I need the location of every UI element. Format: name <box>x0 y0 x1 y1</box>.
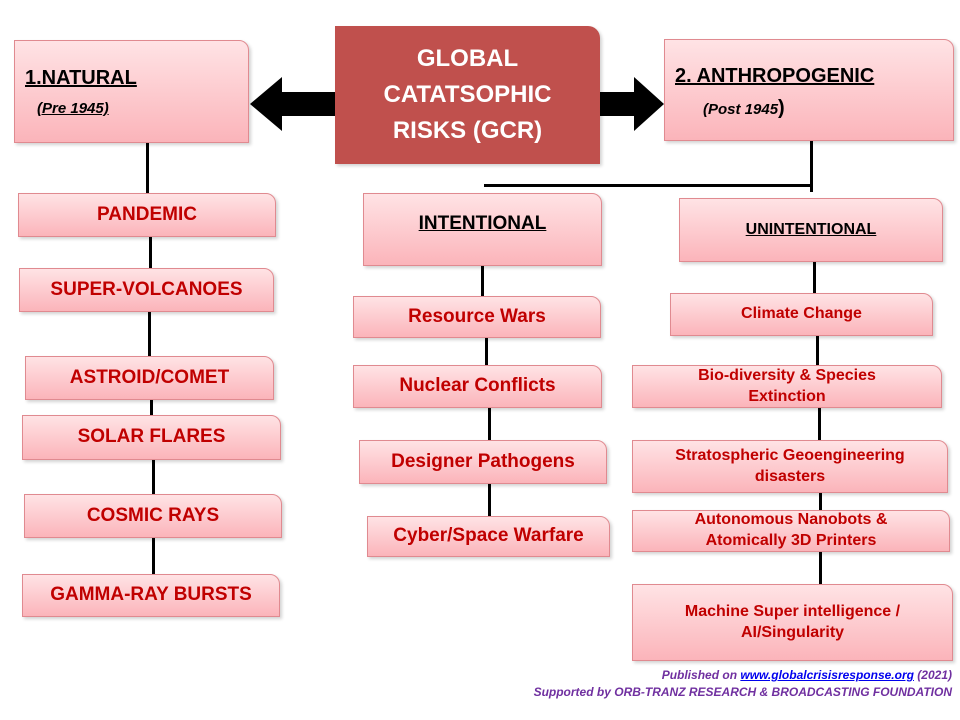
footer-published-prefix: Published on <box>661 668 741 682</box>
footer-year: (2021) <box>913 668 952 682</box>
unintentional-connector-line <box>819 480 822 510</box>
intentional-item: Nuclear Conflicts <box>353 365 602 408</box>
unintentional-item: Machine Super intelligence / AI/Singular… <box>632 584 953 661</box>
unintentional-item: Autonomous Nanobots & Atomically 3D Prin… <box>632 510 950 552</box>
natural-item: GAMMA-RAY BURSTS <box>22 574 280 617</box>
branch-connector-line <box>484 184 812 187</box>
unintentional-heading: UNINTENTIONAL <box>745 221 877 238</box>
natural-item: ASTROID/COMET <box>25 356 274 400</box>
anthropogenic-subheading-wrap: (Post 1945) <box>703 97 785 120</box>
title-box: GLOBAL CATATSOPHIC RISKS (GCR) <box>335 26 600 164</box>
natural-item: SOLAR FLARES <box>22 415 281 460</box>
natural-item: SUPER-VOLCANOES <box>19 268 274 312</box>
unintentional-connector-line <box>818 408 821 440</box>
intentional-connector-line <box>488 408 491 440</box>
footer-supported: Supported by ORB-TRANZ RESEARCH & BROADC… <box>533 685 952 699</box>
natural-connector-line <box>152 538 155 574</box>
unintentional-item: Climate Change <box>670 293 933 336</box>
title-line-3: RISKS (GCR) <box>392 117 543 144</box>
natural-item: PANDEMIC <box>18 193 276 237</box>
anthropogenic-heading: 2. ANTHROPOGENIC <box>675 65 875 87</box>
intentional-connector-line <box>481 266 484 296</box>
unintentional-connector-line <box>816 336 819 365</box>
anthropogenic-subheading-close: ) <box>778 97 785 119</box>
natural-connector-line <box>149 237 152 269</box>
unintentional-connector-line <box>819 552 822 584</box>
unintentional-item: Stratospheric Geoengineering disasters <box>632 440 948 493</box>
anthropogenic-heading-box: 2. ANTHROPOGENIC (Post 1945) <box>664 39 954 141</box>
natural-connector-line <box>148 312 151 357</box>
footer-published: Published on www.globalcrisisresponse.or… <box>662 668 952 682</box>
left-arrow-icon <box>250 77 335 131</box>
natural-connector-line <box>152 460 155 494</box>
anthropogenic-subheading: (Post 1945 <box>703 101 779 118</box>
right-arrow-icon <box>600 77 664 131</box>
intentional-heading: INTENTIONAL <box>418 212 547 234</box>
intentional-item: Designer Pathogens <box>359 440 607 484</box>
intentional-item: Cyber/Space Warfare <box>367 516 610 557</box>
unintentional-heading-box: UNINTENTIONAL <box>679 198 943 262</box>
natural-connector-line <box>146 143 149 195</box>
footer-link[interactable]: www.globalcrisisresponse.org <box>740 668 914 682</box>
title-line-1: GLOBAL <box>416 45 519 72</box>
anthropogenic-connector-line <box>810 141 813 192</box>
unintentional-item: Bio-diversity & Species Extinction <box>632 365 942 408</box>
unintentional-connector-line <box>813 262 816 293</box>
intentional-connector-line <box>488 484 491 516</box>
natural-heading: 1.NATURAL <box>25 67 137 89</box>
natural-connector-line <box>150 398 153 415</box>
natural-heading-box: 1.NATURAL (Pre 1945) <box>14 40 249 143</box>
natural-item: COSMIC RAYS <box>24 494 282 538</box>
intentional-item: Resource Wars <box>353 296 601 338</box>
intentional-connector-line <box>485 338 488 365</box>
title-line-2: CATATSOPHIC <box>383 81 552 108</box>
natural-subheading: (Pre 1945) <box>37 100 109 117</box>
intentional-heading-box: INTENTIONAL <box>363 193 602 266</box>
